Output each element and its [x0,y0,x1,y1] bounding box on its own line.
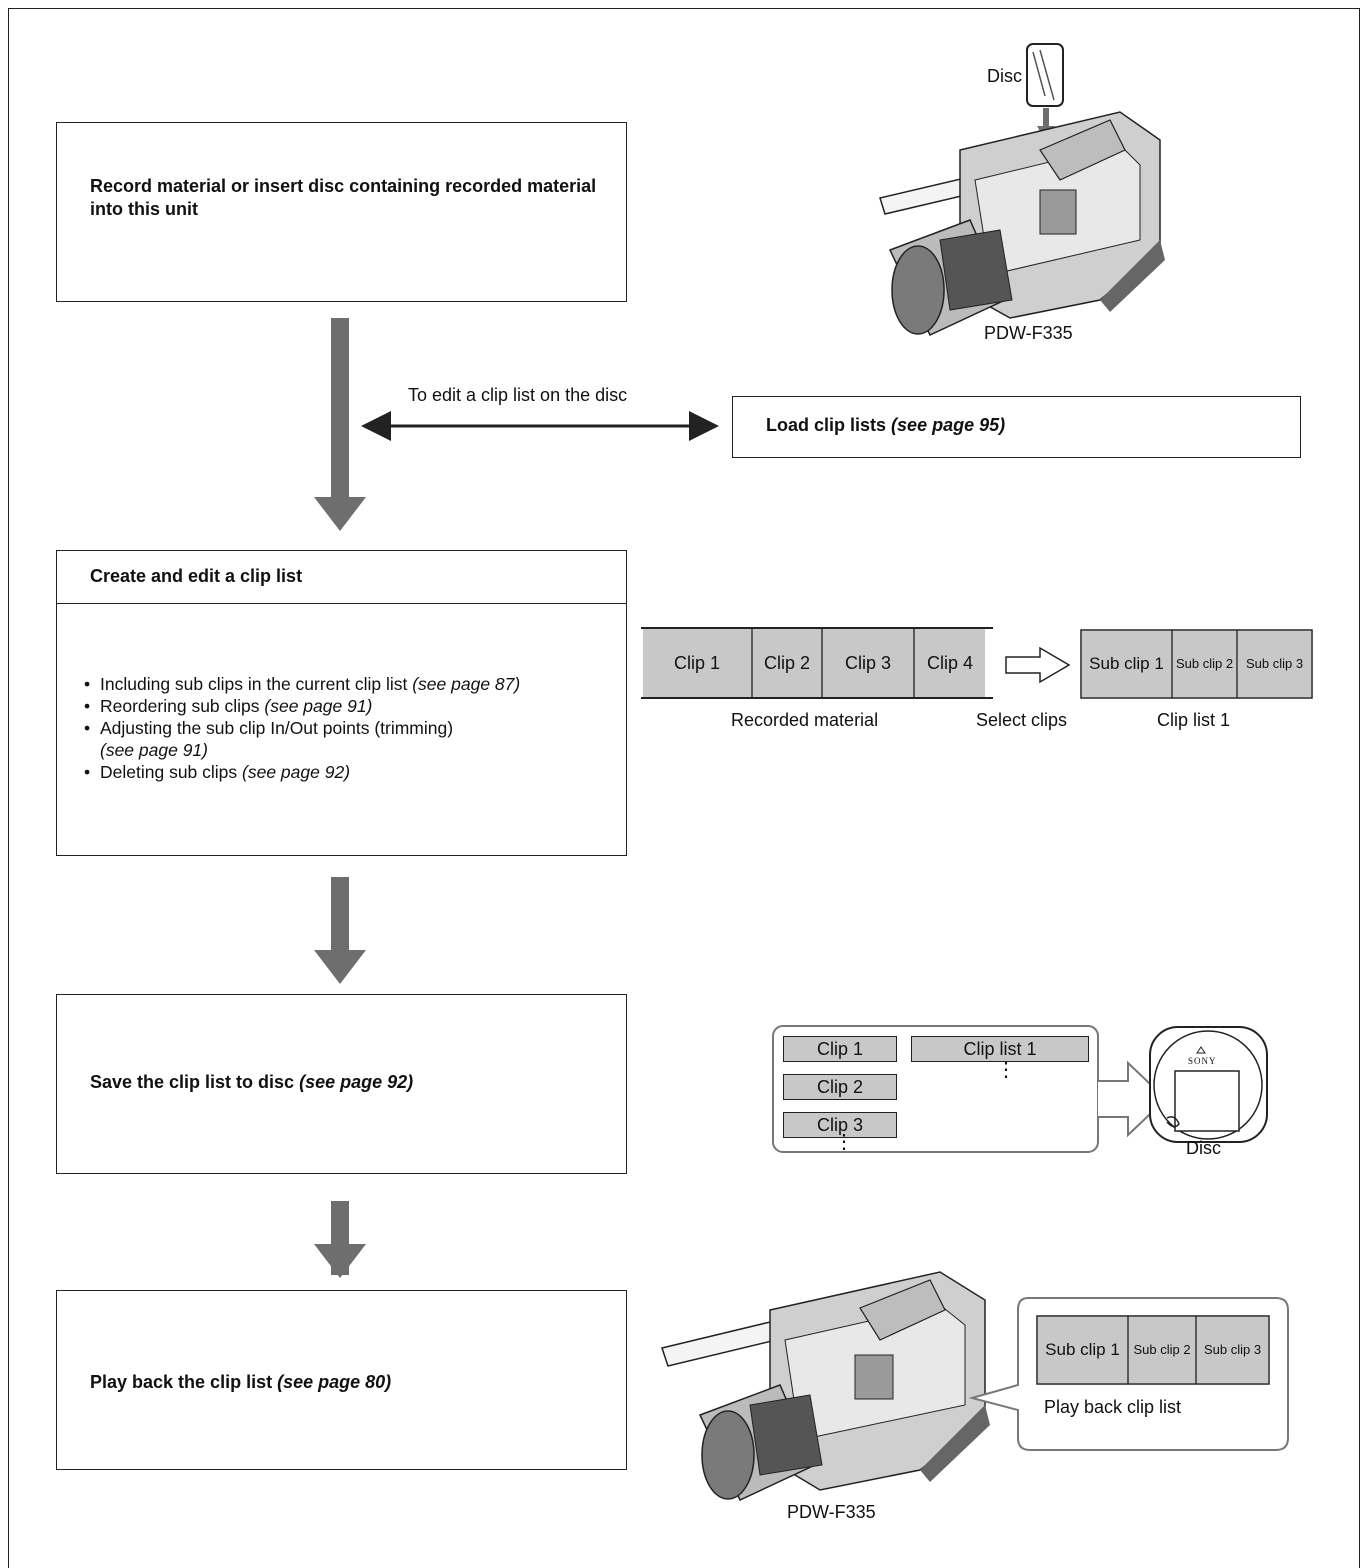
camera-illustration-bottom [661,1271,990,1501]
clip-list-caption: Clip list 1 [1157,710,1231,730]
play-caption: Play back clip list [1044,1397,1182,1417]
recorded-clip-3: Clip 3 [823,629,913,697]
select-clips-label: Select clips [976,710,1068,730]
save-clip-3: Clip 3 [783,1112,897,1138]
recorded-clip-4: Clip 4 [915,629,985,697]
step-save-text: Save the clip list to disc (see page 92) [90,1071,413,1094]
bullet-item: Adjusting the sub clip In/Out points (tr… [84,717,520,761]
recorded-caption: Recorded material [731,710,879,730]
bullet-text: Adjusting the sub clip In/Out points (tr… [100,718,454,738]
bullet-item: Deleting sub clips (see page 92) [84,761,520,783]
clip-list-sub-3: Sub clip 3 [1238,631,1311,697]
flow-arrow-1 [314,318,366,531]
disc-brand: SONY [1188,1056,1217,1066]
clip-list-sub-2: Sub clip 2 [1173,631,1236,697]
page-frame [8,8,1360,1568]
load-label: Load clip lists [766,415,887,435]
save-list-ellipsis: ⋮ [996,1059,1016,1081]
bullet-text: Including sub clips in the current clip … [100,674,413,694]
save-clip-1: Clip 1 [783,1036,897,1062]
step-play-text: Play back the clip list (see page 80) [90,1371,391,1394]
camera-model-top: PDW-F335 [984,323,1073,343]
step-record-box: Record material or insert disc containin… [56,122,627,302]
flow-arrow-2 [314,877,366,984]
bullet-text: Reordering sub clips [100,696,265,716]
save-clip-2: Clip 2 [783,1074,897,1100]
save-disc-label: Disc [1186,1138,1221,1158]
step-play-box: Play back the clip list (see page 80) [56,1290,627,1470]
clip-list-sub-1: Sub clip 1 [1082,631,1171,697]
save-clip-ellipsis: ⋮ [834,1131,854,1153]
play-sub-clip-1: Sub clip 1 [1038,1317,1127,1383]
play-sub-clip-3: Sub clip 3 [1197,1317,1268,1383]
camera-illustration-top [879,43,1165,336]
step-save-box: Save the clip list to disc (see page 92) [56,994,627,1174]
save-clip-list: Clip list 1 [911,1036,1089,1062]
bullet-item: Reordering sub clips (see page 91) [84,695,520,717]
bullet-item: Including sub clips in the current clip … [84,673,521,695]
bullet-ref: (see page 91) [100,740,208,760]
recorded-strip-lines [641,627,1313,699]
step-record-text: Record material or insert disc containin… [90,176,597,219]
step-create-header: Create and edit a clip list [90,566,303,586]
save-page-ref: (see page 92) [299,1072,414,1092]
bullet-ref: (see page 91) [264,696,373,716]
step-load-text: Load clip lists (see page 95) [766,414,1005,437]
create-bullet-list: Including sub clips in the current clip … [82,673,520,783]
load-page-ref: (see page 95) [891,415,1006,435]
flow-arrow-3 [314,1201,366,1278]
recorded-clip-1: Clip 1 [643,629,751,697]
bullet-text: Deleting sub clips [100,762,243,782]
play-page-ref: (see page 80) [277,1372,392,1392]
play-sub-clip-2: Sub clip 2 [1129,1317,1195,1383]
camera-model-bottom: PDW-F335 [787,1502,876,1522]
step-load-box: Load clip lists (see page 95) [732,396,1301,458]
recorded-clip-2: Clip 2 [753,629,821,697]
play-label: Play back the clip list [90,1372,278,1392]
bullet-ref: (see page 92) [242,762,351,782]
branch-label: To edit a clip list on the disc [408,385,628,405]
bullet-ref: (see page 87) [412,674,521,694]
disc-label-top: Disc [987,66,1022,86]
save-label: Save the clip list to disc [90,1072,300,1092]
create-header-divider [57,603,626,604]
